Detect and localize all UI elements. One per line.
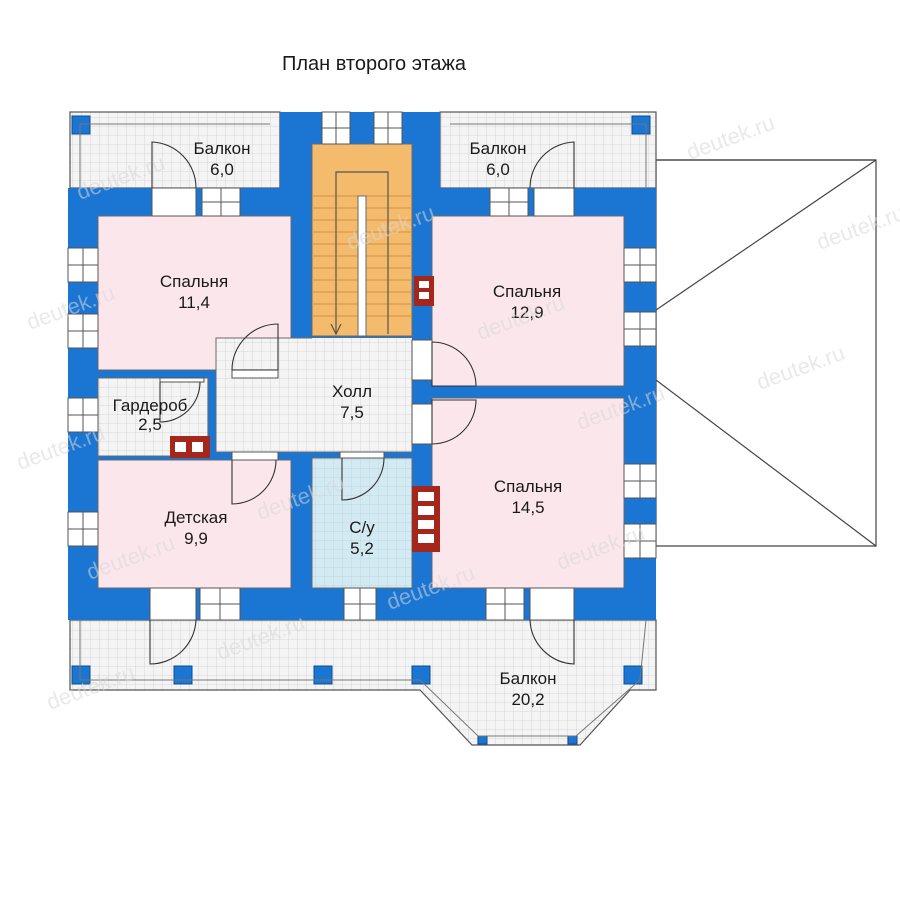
hall-area: 7,5 bbox=[340, 403, 364, 422]
staircase bbox=[311, 143, 413, 337]
balcony-south bbox=[69, 619, 657, 746]
kids-floor bbox=[97, 459, 292, 589]
balcony-ne bbox=[439, 111, 657, 189]
balcony-s-name: Балкон bbox=[499, 669, 556, 688]
hall-floor bbox=[215, 337, 413, 453]
wardrobe-area: 2,5 bbox=[138, 415, 162, 434]
door-arcs bbox=[149, 141, 575, 665]
kids-area: 9,9 bbox=[184, 529, 208, 548]
windows bbox=[67, 111, 657, 621]
balcony-ne-name: Балкон bbox=[469, 139, 526, 158]
bedroom-nw-area: 11,4 bbox=[178, 293, 210, 312]
plan-title: План второго этажа bbox=[282, 53, 467, 75]
svg-text:deutek.ru: deutek.ru bbox=[683, 110, 778, 165]
balcony-nw-area: 6,0 bbox=[210, 160, 234, 179]
chimney-vents bbox=[170, 276, 440, 552]
bedroom-ne-name: Спальня bbox=[493, 282, 561, 301]
bedroom-se-area: 14,5 bbox=[511, 498, 544, 517]
bedroom-se-name: Спальня bbox=[494, 477, 562, 496]
balcony-ne-area: 6,0 bbox=[486, 160, 510, 179]
bedroom-ne-area: 12,9 bbox=[510, 303, 543, 322]
hall-name: Холл bbox=[332, 382, 372, 401]
balcony-nw-name: Балкон bbox=[193, 139, 250, 158]
room-labels: Балкон 6,0 Балкон 6,0 Спальня 11,4 Спаль… bbox=[113, 139, 563, 709]
wardrobe-name: Гардероб bbox=[113, 396, 188, 415]
bathroom-area: 5,2 bbox=[350, 539, 374, 558]
bathroom-name: С/у bbox=[349, 518, 375, 537]
balcony-s-area: 20,2 bbox=[511, 690, 544, 709]
bedroom-nw-name: Спальня bbox=[160, 272, 228, 291]
kids-name: Детская bbox=[165, 508, 228, 527]
lower-roof bbox=[655, 159, 877, 547]
